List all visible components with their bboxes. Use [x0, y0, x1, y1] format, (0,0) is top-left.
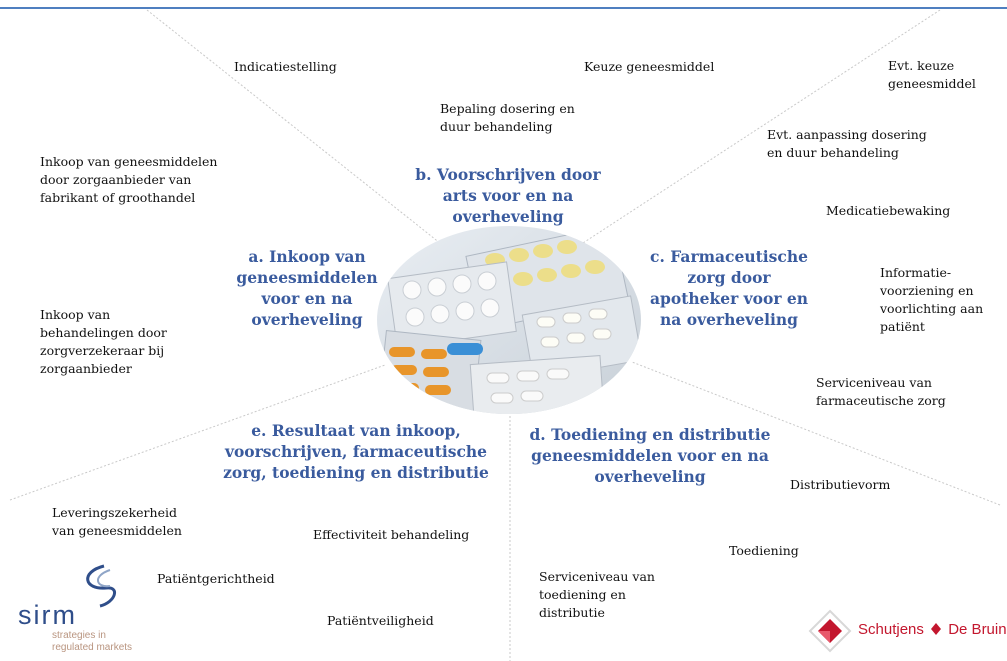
schutjens-debruin-logo: Schutjens De Bruin — [808, 609, 1007, 653]
label-patientgerichtheid: Patiëntgerichtheid — [157, 571, 275, 586]
header-e-resultaat: e. Resultaat van inkoop, voorschrijven, … — [223, 421, 489, 482]
divider-right — [631, 361, 1001, 506]
label-distributievorm: Distributievorm — [790, 477, 891, 492]
label-serviceniveau-farmaceutische-zorg: Serviceniveau van farmaceutische zorg — [816, 375, 946, 408]
label-serviceniveau-toediening: Serviceniveau van toediening en distribu… — [539, 569, 655, 620]
diamond-logo-icon — [808, 609, 852, 653]
schutjens-text: Schutjens — [858, 621, 924, 638]
divider-left — [9, 364, 386, 501]
label-indicatiestelling: Indicatiestelling — [234, 59, 337, 74]
header-b-voorschrijven: b. Voorschrijven door arts voor en na ov… — [415, 165, 601, 226]
label-evt-keuze-geneesmiddel: Evt. keuze geneesmiddel — [888, 58, 976, 91]
sirm-tagline: strategies in regulated markets — [52, 630, 133, 653]
label-effectiviteit-behandeling: Effectiviteit behandeling — [313, 527, 470, 542]
divider-top-left — [146, 9, 456, 256]
label-keuze-geneesmiddel: Keuze geneesmiddel — [584, 59, 715, 74]
label-bepaling-dosering: Bepaling dosering en duur behandeling — [440, 101, 575, 134]
small-diamond-icon — [931, 623, 942, 635]
label-patientveiligheid: Patiëntveiligheid — [327, 613, 434, 628]
label-toediening: Toediening — [729, 543, 799, 558]
header-d-toediening-distributie: d. Toediening en distributie geneesmidde… — [529, 425, 771, 486]
label-informatievoorziening: Informatie- voorziening en voorlichting … — [880, 265, 984, 334]
sirm-logo: sirm strategies in regulated markets — [18, 562, 138, 658]
label-leveringszekerheid: Leveringszekerheid van geneesmiddelen — [52, 505, 182, 538]
sirm-wordmark: sirm — [18, 600, 77, 630]
label-inkoop-behandelingen: Inkoop van behandelingen door zorgverzek… — [40, 307, 167, 376]
label-medicatiebewaking: Medicatiebewaking — [826, 203, 951, 218]
header-a-inkoop: a. Inkoop van geneesmiddelen voor en na … — [236, 247, 378, 329]
debruin-text: De Bruin — [948, 621, 1007, 638]
pills-image — [377, 226, 641, 414]
top-rule — [0, 7, 1007, 9]
sirm-swirl-icon — [86, 564, 116, 608]
label-inkoop-geneesmiddelen: Inkoop van geneesmiddelen door zorgaanbi… — [40, 154, 218, 205]
schutjens-name: Schutjens De Bruin — [858, 621, 1007, 638]
label-evt-aanpassing-dosering: Evt. aanpassing dosering en duur behande… — [767, 127, 927, 160]
header-c-farmaceutische-zorg: c. Farmaceutische zorg door apotheker vo… — [649, 247, 809, 329]
